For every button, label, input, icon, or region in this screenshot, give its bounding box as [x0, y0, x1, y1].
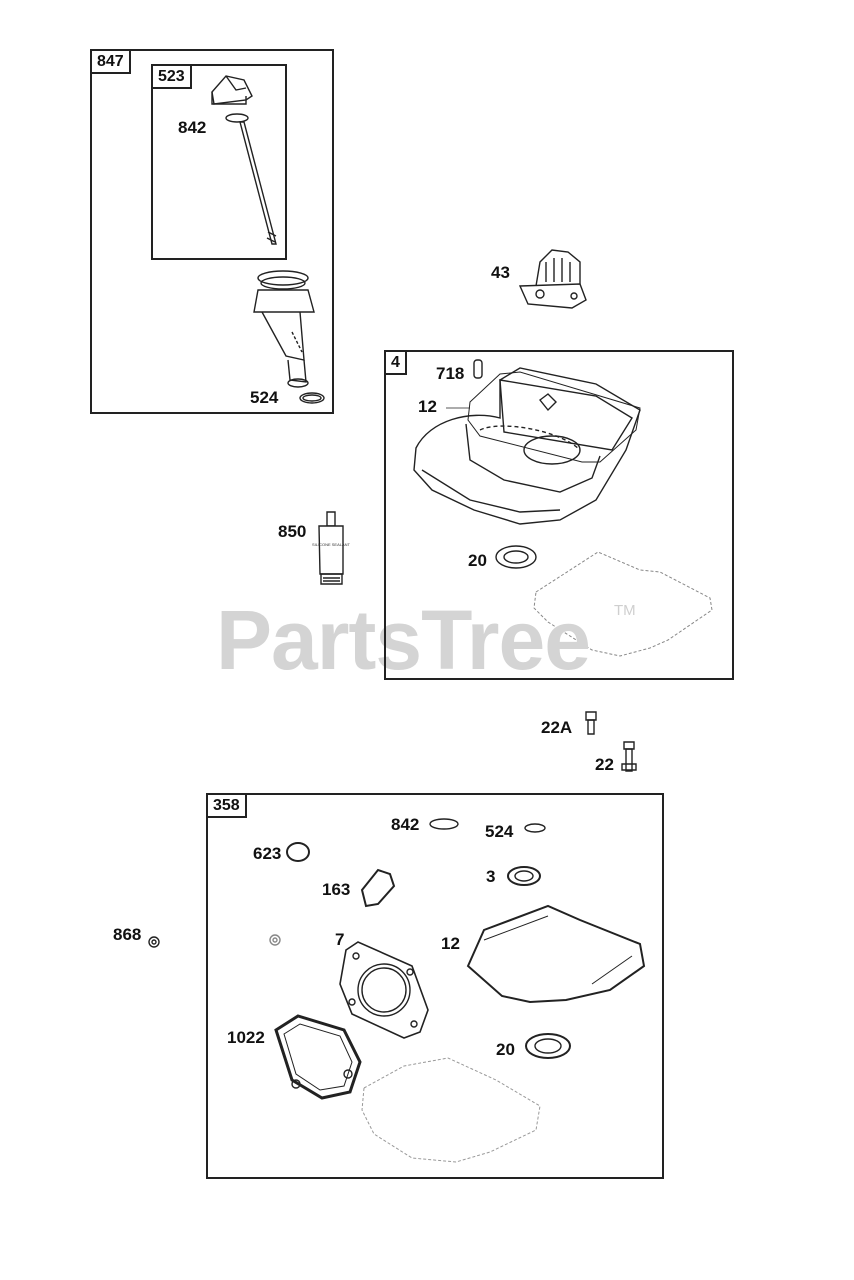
- oring-842-part: [430, 819, 458, 829]
- callout-43: 43: [491, 263, 510, 282]
- callout-842-top: 842: [178, 118, 207, 137]
- callout-163: 163: [322, 880, 351, 899]
- callout-12-top: 12: [418, 397, 437, 416]
- callout-842-kit: 842: [391, 815, 420, 834]
- engine-sump-part: [414, 368, 640, 524]
- callout-718: 718: [436, 364, 465, 383]
- crank-seal-part-top: [496, 546, 536, 568]
- screw-part: [270, 935, 280, 945]
- callout-524-top: 524: [250, 388, 279, 407]
- callout-20-top: 20: [468, 551, 487, 570]
- seal-3-part: [508, 867, 540, 885]
- bolt-22-part: [622, 742, 636, 771]
- gasket-outline-faded: [534, 552, 712, 656]
- sump-gasket-outline: [468, 372, 640, 462]
- callout-1022: 1022: [227, 1028, 265, 1047]
- group-label-358: 358: [206, 793, 247, 818]
- group-label-523: 523: [151, 64, 192, 89]
- sump-gasket-12-kit: [468, 906, 644, 1002]
- callout-22: 22: [595, 755, 614, 774]
- group-label-4: 4: [384, 350, 407, 375]
- dowel-pin-part: [474, 360, 482, 378]
- callout-868: 868: [113, 925, 142, 944]
- callout-524-kit: 524: [485, 822, 514, 841]
- crank-seal-20-kit: [526, 1034, 570, 1058]
- watermark-text: PartsTree: [216, 593, 591, 687]
- governor-part: [520, 250, 586, 308]
- gasket-1022-part: [276, 1016, 360, 1098]
- group-box-847: 847: [90, 49, 334, 414]
- head-gasket-7-part: [340, 942, 428, 1038]
- callout-7: 7: [335, 930, 345, 949]
- gasket-163-part: [362, 870, 394, 906]
- group-label-847: 847: [90, 49, 131, 74]
- group-box-358: 358: [206, 793, 664, 1179]
- sealant-tube-part: [319, 512, 343, 584]
- callout-20-kit: 20: [496, 1040, 515, 1059]
- gasket-outline-faded-bottom: [362, 1058, 540, 1162]
- plug-868-part: [149, 937, 159, 947]
- callout-22a: 22A: [541, 718, 573, 737]
- trademark-mark: TM: [614, 602, 636, 619]
- callout-850: 850: [278, 522, 307, 541]
- group-box-523: 523: [151, 64, 287, 260]
- group-box-4: 4: [384, 350, 734, 680]
- oring-623-part: [287, 843, 309, 861]
- sealant-tube-label: SILICONE SEALANT: [312, 542, 351, 547]
- dipstick-part: [212, 76, 276, 244]
- dipstick-tube-part: [254, 271, 324, 403]
- bolt-22a-part: [586, 712, 596, 734]
- oring-524-part: [525, 824, 545, 832]
- callout-3: 3: [486, 867, 496, 886]
- callout-623: 623: [253, 844, 282, 863]
- callout-12-kit: 12: [441, 934, 460, 953]
